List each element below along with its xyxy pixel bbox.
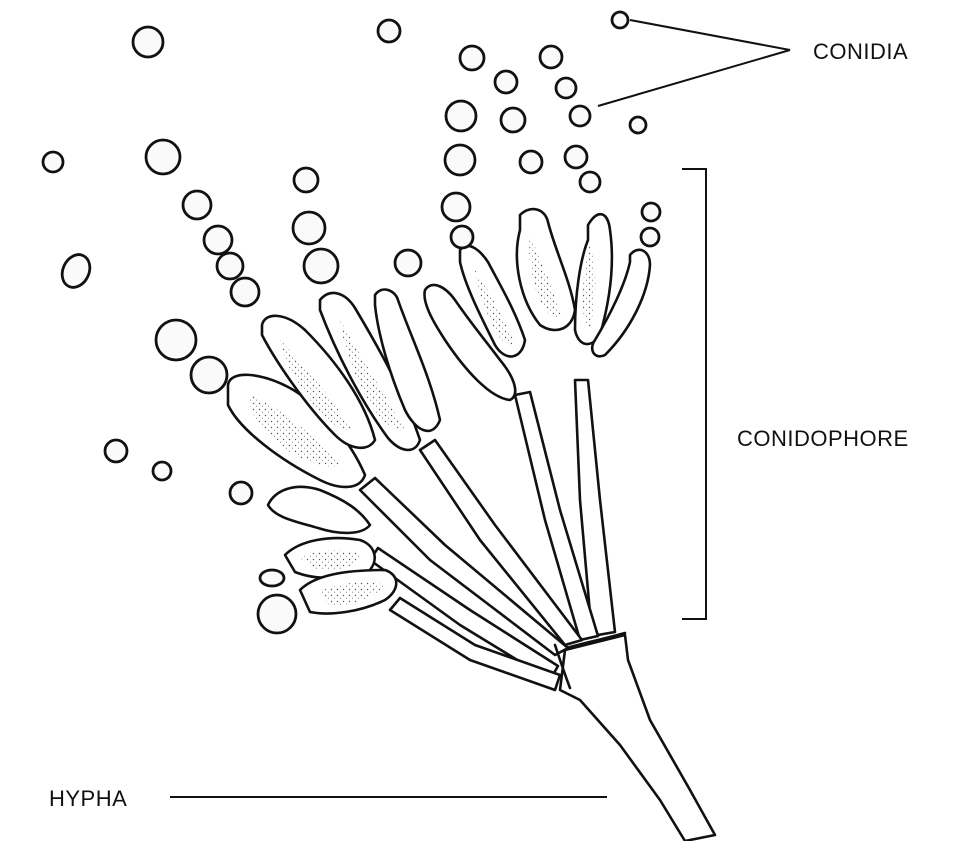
- hypha-label: HYPHA: [49, 786, 127, 811]
- conidophore-label: CONIDOPHORE: [737, 426, 909, 451]
- conidia-label-group: CONIDIA: [598, 20, 908, 106]
- conidia-leader-line: [598, 20, 790, 106]
- conidophore-label-group: CONIDOPHORE: [682, 169, 909, 619]
- conidia-label: CONIDIA: [813, 39, 908, 64]
- conidophore-bracket: [682, 169, 706, 619]
- hypha-stalk: [560, 633, 715, 841]
- hypha-label-group: HYPHA: [49, 786, 607, 811]
